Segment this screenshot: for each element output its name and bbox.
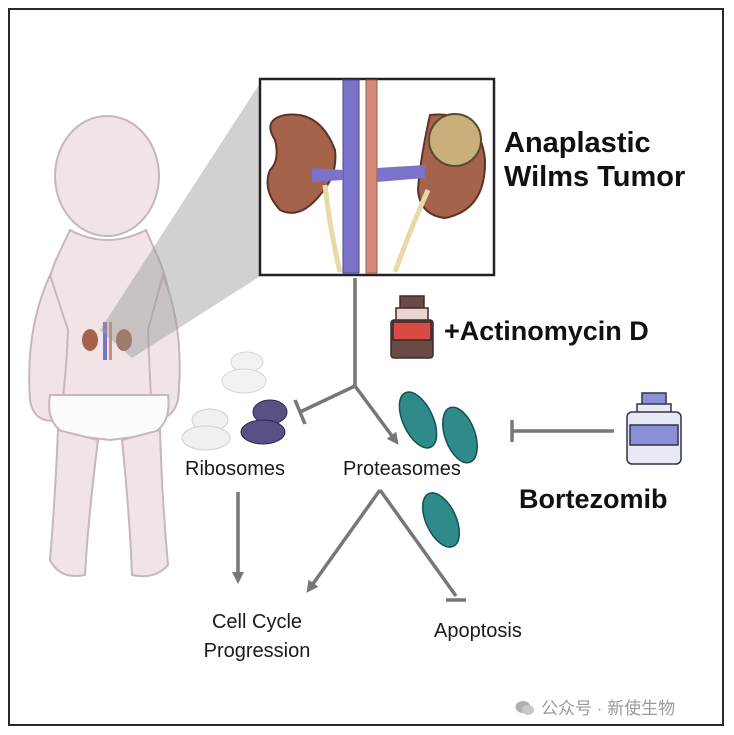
bortezomib-vial	[626, 392, 682, 465]
pathway-arrows	[232, 278, 614, 602]
zoom-cone	[100, 80, 262, 358]
cell-cycle-line-2: Progression	[203, 640, 311, 662]
cell-cycle-label: Cell Cycle Progression	[186, 608, 328, 666]
diagram-title: Anaplastic Wilms Tumor	[504, 126, 685, 194]
cell-cycle-line-1: Cell Cycle	[211, 611, 303, 633]
watermark-text: 公众号 · 新使生物	[541, 699, 676, 718]
proteasomes-label: Proteasomes	[343, 458, 461, 480]
child-figure	[28, 115, 181, 578]
ribosome-icon	[181, 351, 288, 451]
title-line-2: Wilms Tumor	[504, 161, 686, 193]
bortezomib-label: Bortezomib	[519, 484, 668, 514]
ribosomes-label: Ribosomes	[185, 458, 286, 480]
proteasome-icon	[398, 391, 478, 548]
kidney-inset	[258, 77, 496, 277]
child-kidney-icon	[82, 322, 132, 360]
watermark: 公众号 · 新使生物	[515, 694, 675, 719]
actinomycin-vial	[390, 295, 434, 359]
apoptosis-label: Apoptosis	[434, 620, 522, 642]
wechat-icon	[515, 701, 534, 715]
actinomycin-label: +Actinomycin D	[444, 316, 649, 346]
title-line-1: Anaplastic	[504, 127, 651, 159]
